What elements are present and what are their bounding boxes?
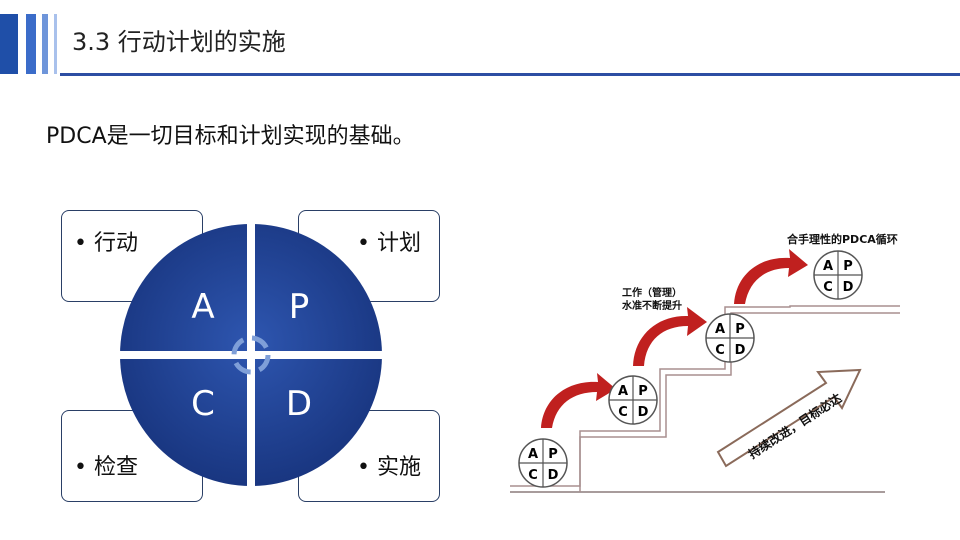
svg-text:A: A bbox=[715, 322, 725, 337]
svg-text:D: D bbox=[638, 405, 649, 420]
box-do-label: • 实施 bbox=[357, 455, 421, 480]
svg-text:P: P bbox=[843, 259, 853, 274]
mid-label-line1: 工作（管理） bbox=[622, 286, 682, 299]
red-arrow-icon bbox=[541, 373, 616, 428]
box-plan-label: • 计划 bbox=[357, 231, 421, 256]
cycle-circle: A P C D bbox=[813, 250, 863, 300]
svg-text:C: C bbox=[823, 280, 833, 295]
header-accent-bar bbox=[26, 14, 36, 74]
svg-text:C: C bbox=[528, 468, 538, 483]
progress-arrow bbox=[716, 368, 862, 468]
header-divider bbox=[60, 73, 960, 76]
svg-text:P: P bbox=[638, 384, 648, 399]
svg-text:D: D bbox=[843, 280, 854, 295]
svg-text:A: A bbox=[823, 259, 833, 274]
red-arrow-icon bbox=[734, 249, 808, 304]
svg-text:C: C bbox=[618, 405, 628, 420]
svg-text:D: D bbox=[735, 343, 746, 358]
stair-line bbox=[579, 312, 900, 492]
svg-text:D: D bbox=[548, 468, 559, 483]
svg-text:C: C bbox=[715, 343, 725, 358]
red-arrow-icon bbox=[633, 307, 707, 366]
cycle-arrows-icon bbox=[231, 335, 271, 375]
svg-text:P: P bbox=[735, 322, 745, 337]
quadrant-c: C bbox=[191, 384, 215, 424]
slide-header: 3.3 行动计划的实施 bbox=[0, 0, 960, 76]
cycle-circle: A P C D bbox=[518, 438, 568, 488]
box-action-label: • 行动 bbox=[74, 231, 138, 256]
slide-subtitle: PDCA是一切目标和计划实现的基础。 bbox=[46, 124, 415, 149]
header-accent-bar bbox=[42, 14, 48, 74]
svg-text:A: A bbox=[618, 384, 628, 399]
header-accent-bar bbox=[0, 14, 18, 74]
cycle-circle: A P C D bbox=[608, 375, 658, 425]
wheel-divider-v bbox=[247, 222, 255, 488]
cycle-circle: A P C D bbox=[705, 313, 755, 363]
quadrant-a: A bbox=[191, 287, 214, 327]
svg-text:A: A bbox=[528, 447, 538, 462]
mid-label-line2: 水准不断提升 bbox=[621, 299, 682, 312]
quadrant-p: P bbox=[289, 287, 310, 327]
top-label: 合手理性的PDCA循环 bbox=[787, 232, 898, 246]
page-title: 3.3 行动计划的实施 bbox=[72, 28, 286, 56]
box-check-label: • 检查 bbox=[74, 455, 138, 480]
quadrant-d: D bbox=[286, 384, 312, 424]
svg-text:P: P bbox=[548, 447, 558, 462]
header-accent-bar bbox=[54, 14, 57, 74]
